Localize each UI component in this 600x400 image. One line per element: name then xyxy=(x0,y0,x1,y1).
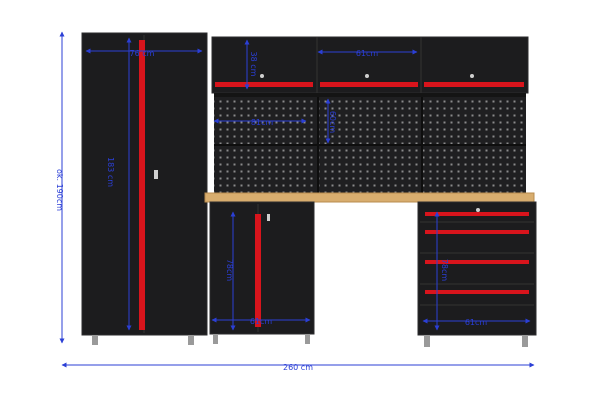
leveling-foot xyxy=(522,335,528,347)
drawer-handle xyxy=(425,290,529,294)
leveling-foot xyxy=(213,334,218,344)
lock-icon xyxy=(470,74,474,78)
drawer-handle xyxy=(425,230,529,234)
tall-cabinet-width-label: 76 cm xyxy=(130,49,155,58)
wall-cabinet-height-label: 38 cm xyxy=(249,52,258,77)
lock-icon xyxy=(365,74,369,78)
total-height-label: ok. 190cm xyxy=(55,169,64,211)
tall-cabinet-height-label: 183 cm xyxy=(106,157,115,187)
pegboard-height-label: 60cm xyxy=(328,111,337,134)
total-width-label: 260 cm xyxy=(283,363,313,372)
drawer-unit-width-label: 61cm xyxy=(465,318,488,327)
tall-cabinet-lock-icon xyxy=(154,170,158,179)
pegboard-width-label: 81cm xyxy=(251,118,274,127)
base-cabinet xyxy=(209,201,315,344)
wall-cabinet-red-stripe xyxy=(215,82,313,87)
lock-icon xyxy=(260,74,264,78)
leveling-foot xyxy=(188,335,194,345)
base-cabinet-red-stripe xyxy=(255,214,261,327)
base-cabinet-height-label: 78cm xyxy=(225,259,234,282)
leveling-foot xyxy=(92,335,98,345)
drawer-handle xyxy=(425,260,529,264)
wall-cabinet-red-stripe xyxy=(320,82,418,87)
tall-cabinet xyxy=(81,32,208,345)
wall-cabinets xyxy=(211,36,529,97)
wall-cabinet-width-label: 61cm xyxy=(356,49,379,58)
wall-cabinet-red-stripe xyxy=(424,82,524,87)
leveling-foot xyxy=(424,335,430,347)
leveling-foot xyxy=(305,334,310,344)
tall-cabinet-red-stripe xyxy=(139,40,145,330)
base-cabinet-width-label: 61cm xyxy=(250,317,273,326)
lock-icon xyxy=(476,208,480,212)
pegboard xyxy=(214,97,526,193)
drawer-unit-height-label: 78cm xyxy=(440,259,449,282)
wooden-worktop xyxy=(204,192,535,203)
lock-icon xyxy=(267,214,270,221)
drawer-handle xyxy=(425,212,529,216)
